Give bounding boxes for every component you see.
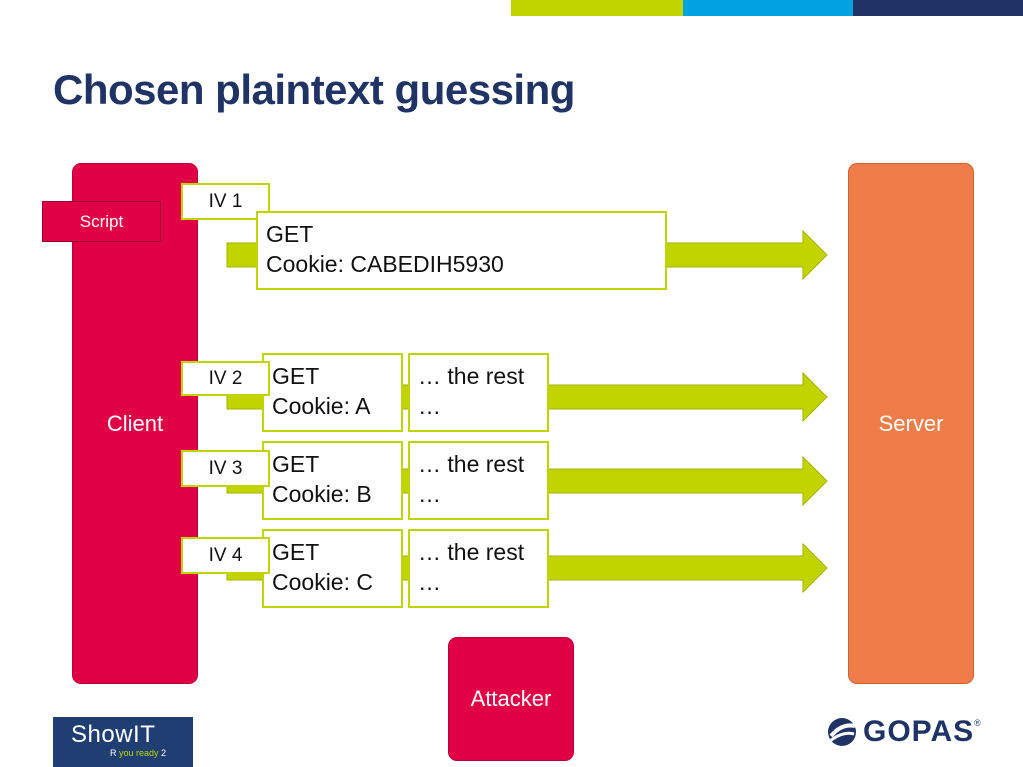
iv-box-1: IV 1: [181, 183, 270, 220]
rest-box-2: … the rest …: [408, 353, 549, 432]
iv-box-2: IV 2: [181, 361, 270, 396]
showit-tagline-you: you ready: [118, 748, 159, 758]
header-stripe-green: [511, 0, 683, 16]
request-method: GET: [272, 363, 320, 389]
client-node: Client: [72, 163, 198, 684]
request-method: GET: [272, 451, 320, 477]
showit-tagline: R you ready 2: [71, 748, 193, 758]
request-cookie: Cookie: C: [272, 569, 373, 595]
showit-logo: ShowIT R you ready 2: [53, 717, 193, 767]
attacker-label: Attacker: [470, 686, 552, 711]
iv-label: IV 4: [208, 544, 243, 566]
request-method: GET: [272, 539, 320, 565]
iv-label: IV 2: [208, 367, 243, 389]
rest-text: … the rest: [418, 363, 525, 389]
rest-ellipsis: …: [418, 393, 441, 419]
attacker-node: Attacker: [448, 637, 574, 761]
showit-logo-text: ShowIT: [71, 721, 156, 748]
script-label: Script: [79, 211, 124, 231]
request-cookie: Cookie: A: [272, 393, 371, 419]
iv-box-4: IV 4: [181, 537, 270, 574]
request-box-2: GET Cookie: A: [262, 353, 403, 432]
header-stripe-navy: [853, 0, 1023, 16]
request-box-4: GET Cookie: C: [262, 529, 403, 608]
iv-label: IV 3: [208, 457, 243, 479]
iv-box-3: IV 3: [181, 450, 270, 487]
server-label: Server: [878, 410, 944, 436]
iv-label: IV 1: [208, 190, 243, 212]
rest-text: … the rest: [418, 539, 525, 565]
client-label: Client: [106, 410, 164, 436]
slide-title: Chosen plaintext guessing: [53, 66, 575, 113]
gopas-logo-text: GOPAS: [863, 715, 975, 748]
rest-box-3: … the rest …: [408, 441, 549, 520]
request-cookie: Cookie: CABEDIH5930: [266, 251, 504, 277]
request-box-1: GET Cookie: CABEDIH5930: [256, 211, 667, 290]
showit-tagline-2: 2: [158, 748, 166, 758]
script-box: Script: [42, 201, 161, 242]
rest-ellipsis: …: [418, 569, 441, 595]
request-cookie: Cookie: B: [272, 481, 372, 507]
server-node: Server: [848, 163, 974, 684]
gopas-logo: GOPAS ®: [825, 714, 981, 750]
showit-tagline-r: R: [109, 748, 119, 758]
rest-text: … the rest: [418, 451, 525, 477]
request-method: GET: [266, 221, 314, 247]
rest-ellipsis: …: [418, 481, 441, 507]
header-stripe-blue: [683, 0, 853, 16]
gopas-registered-mark: ®: [974, 718, 981, 728]
rest-box-4: … the rest …: [408, 529, 549, 608]
request-box-3: GET Cookie: B: [262, 441, 403, 520]
gopas-swirl-icon: [828, 718, 856, 746]
